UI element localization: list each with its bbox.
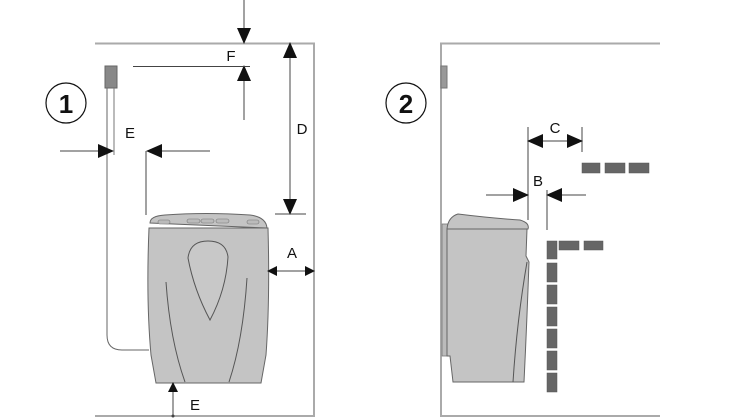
dimension-e-bottom: E bbox=[168, 382, 200, 418]
figure-2-side-view: 2 C B bbox=[385, 42, 660, 417]
wooden-bench bbox=[546, 162, 650, 393]
figure-number: 1 bbox=[59, 89, 73, 119]
dimension-e-side: E bbox=[60, 125, 210, 215]
label-b: B bbox=[533, 173, 543, 190]
dimension-c: C bbox=[527, 120, 583, 220]
dimension-f: F bbox=[133, 0, 251, 120]
heater-front bbox=[147, 213, 270, 384]
wall-outline bbox=[440, 42, 660, 417]
heater-window bbox=[187, 240, 229, 322]
figure-1-front-view: 1 F D E bbox=[45, 0, 315, 418]
sensor-cable bbox=[106, 88, 149, 351]
figure-2-badge: 2 bbox=[385, 82, 427, 124]
label-e-bottom: E bbox=[190, 397, 200, 414]
figure-1-badge: 1 bbox=[45, 82, 87, 124]
sensor-icon bbox=[104, 65, 118, 89]
wall-outline bbox=[95, 42, 315, 417]
label-d: D bbox=[297, 121, 308, 138]
figure-number: 2 bbox=[399, 89, 413, 119]
label-f: F bbox=[226, 48, 235, 65]
dimension-a: A bbox=[267, 245, 315, 276]
label-e-side: E bbox=[125, 125, 135, 142]
heater-side bbox=[441, 213, 530, 383]
label-c: C bbox=[550, 120, 561, 137]
dimension-d: D bbox=[275, 42, 308, 215]
sensor-icon bbox=[440, 65, 448, 89]
label-a: A bbox=[287, 245, 297, 262]
dimension-b: B bbox=[486, 173, 586, 230]
